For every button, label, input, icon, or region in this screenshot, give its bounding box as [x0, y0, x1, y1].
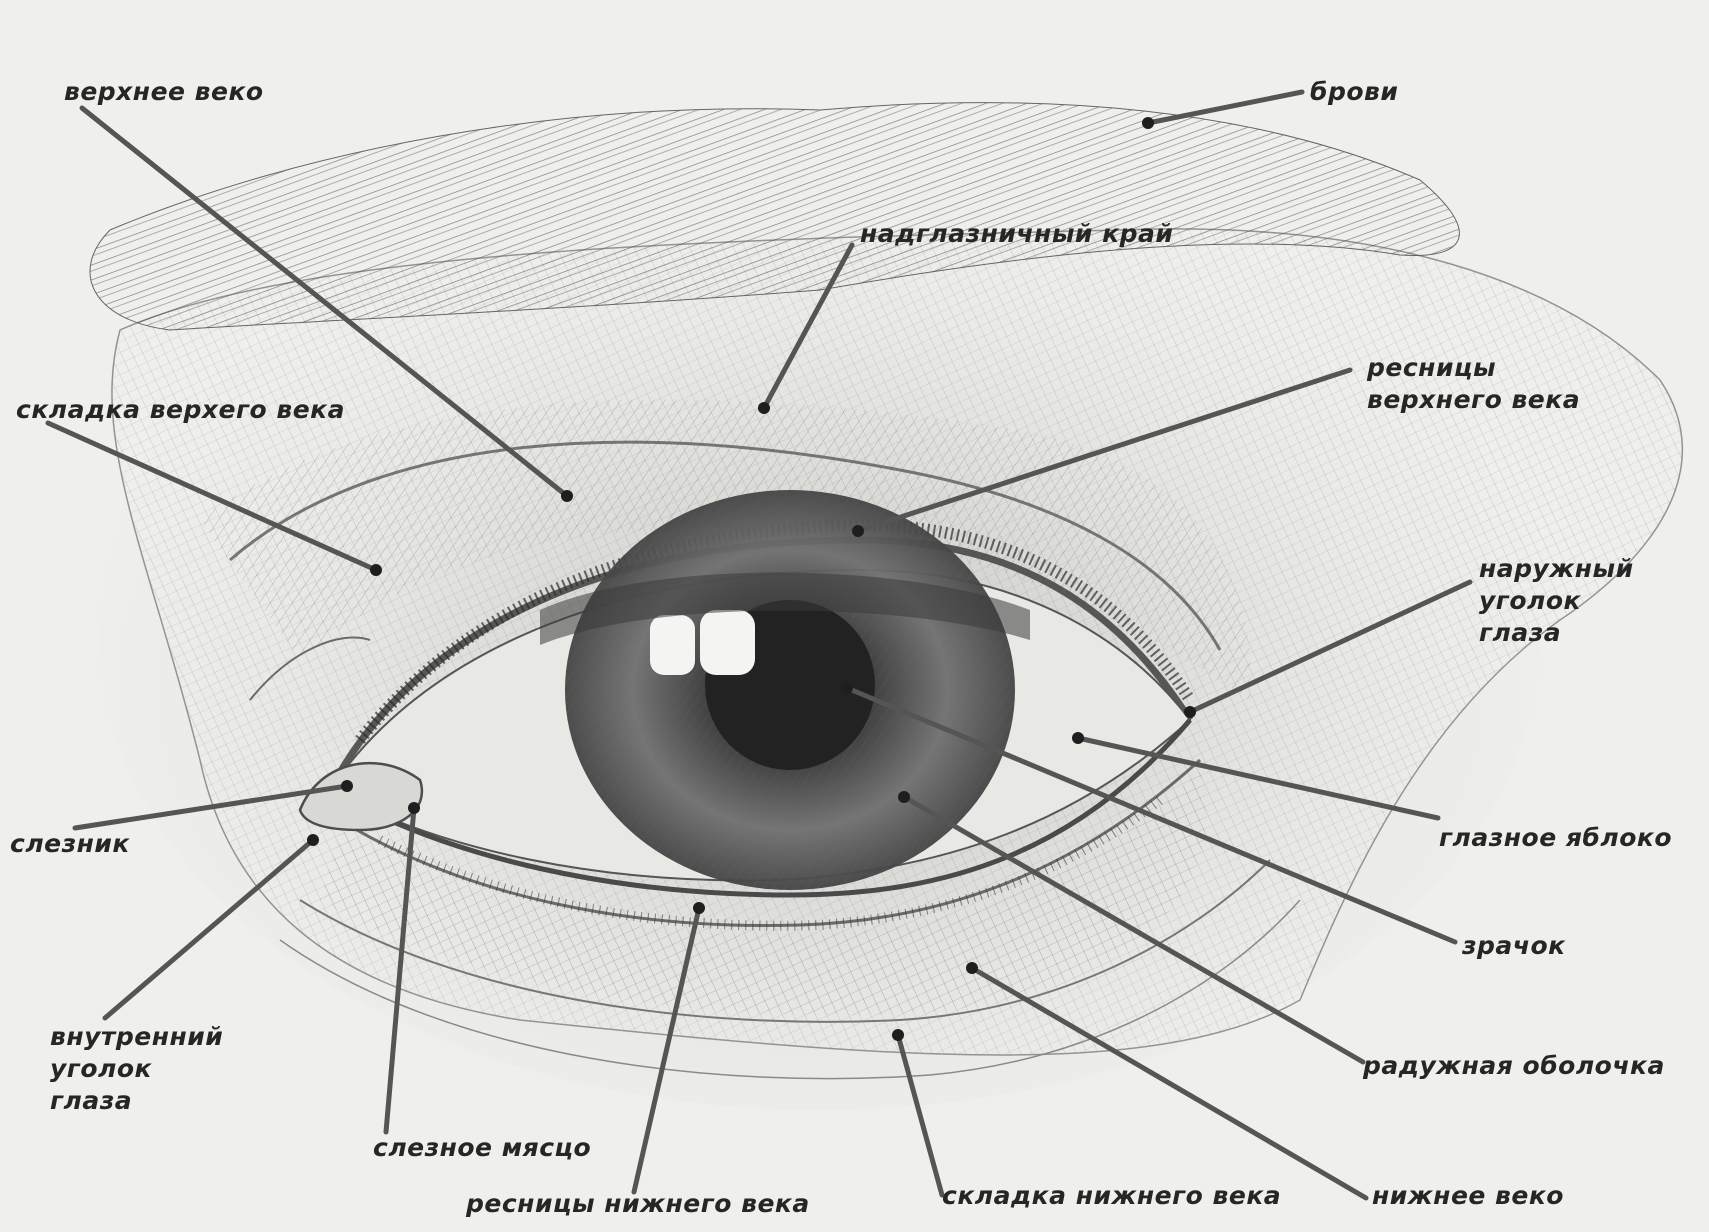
anchor-dot-inner-corner — [307, 834, 319, 846]
anchor-dot-supraorbital-ridge — [758, 402, 770, 414]
anchor-dot-lower-eyelid — [966, 962, 978, 974]
label-pupil: зрачок — [1462, 930, 1566, 962]
anchor-dot-eyebrows — [1142, 117, 1154, 129]
label-iris: радужная оболочка — [1363, 1050, 1665, 1082]
label-outer-corner: наружный уголок глаза — [1479, 553, 1634, 649]
anchor-dot-lower-eyelid-crease — [892, 1029, 904, 1041]
sketch-shading — [90, 103, 1682, 1110]
label-upper-eyelid-crease: складка верхего века — [16, 394, 345, 426]
anchor-dot-outer-corner — [1184, 706, 1196, 718]
anchor-dot-lower-eyelashes — [693, 902, 705, 914]
label-inner-corner: внутренний уголок глаза — [50, 1021, 223, 1117]
label-eyeball: глазное яблоко — [1439, 822, 1672, 854]
label-upper-eyelid: верхнее веко — [64, 76, 264, 108]
anchor-dot-pupil — [841, 682, 853, 694]
anchor-dot-upper-eyelid — [561, 490, 573, 502]
label-lower-eyelashes: ресницы нижнего века — [466, 1188, 810, 1220]
label-eyebrows: брови — [1310, 76, 1398, 108]
label-lower-eyelid-crease: складка нижнего века — [942, 1180, 1281, 1212]
anchor-dot-caruncle — [408, 802, 420, 814]
anchor-dot-upper-eyelashes — [852, 525, 864, 537]
label-caruncle: слезное мясцо — [373, 1132, 591, 1164]
label-lower-eyelid: нижнее веко — [1372, 1180, 1564, 1212]
label-supraorbital-ridge: надглазничный край — [860, 218, 1173, 250]
anchor-dot-eyeball — [1072, 732, 1084, 744]
label-lacrimal-lake: слезник — [10, 828, 130, 860]
anchor-dot-upper-eyelid-crease — [370, 564, 382, 576]
anchor-dot-iris — [898, 791, 910, 803]
anchor-dot-lacrimal-lake — [341, 780, 353, 792]
leader-line-eyebrows — [1148, 92, 1302, 123]
label-upper-eyelashes: ресницы верхнего века — [1367, 352, 1580, 416]
